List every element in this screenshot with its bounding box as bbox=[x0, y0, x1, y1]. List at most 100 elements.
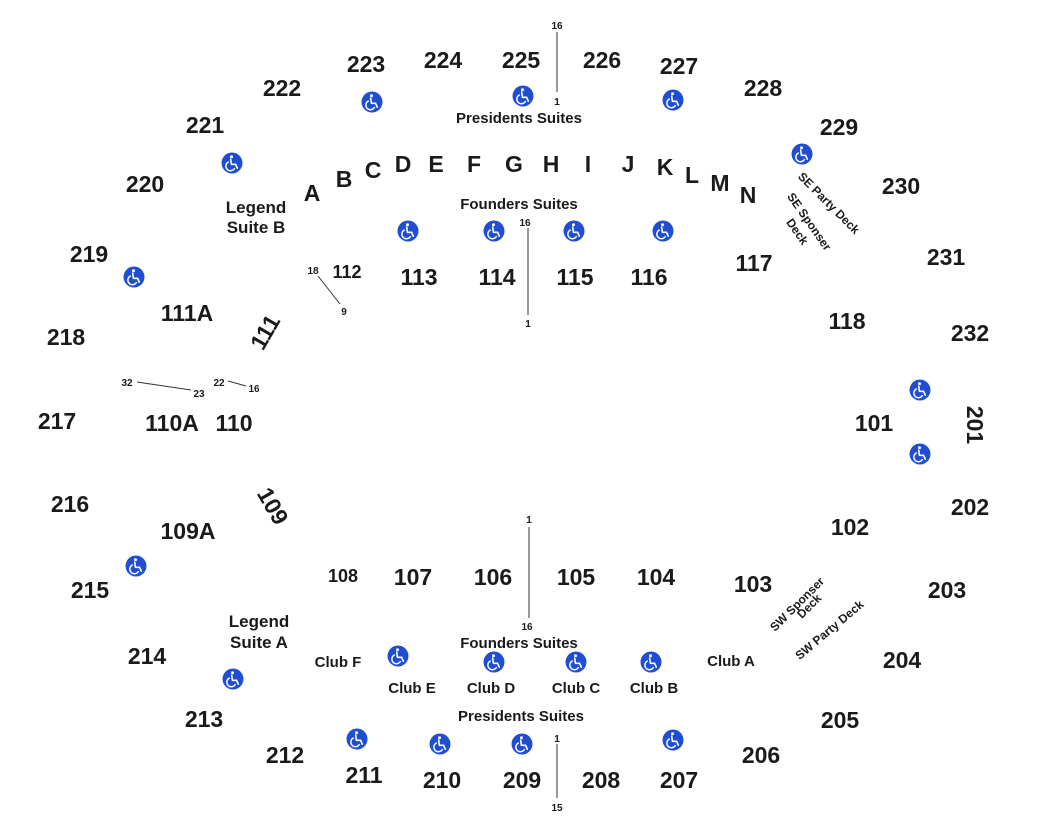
club-f[interactable]: Club F bbox=[315, 654, 362, 671]
wheelchair-icon[interactable] bbox=[639, 650, 663, 674]
section-110[interactable]: 110 bbox=[215, 410, 252, 436]
section-206[interactable]: 206 bbox=[742, 742, 780, 768]
section-227[interactable]: 227 bbox=[660, 53, 698, 79]
section-102[interactable]: 102 bbox=[831, 514, 869, 540]
section-116[interactable]: 116 bbox=[630, 264, 667, 290]
section-225[interactable]: 225 bbox=[502, 47, 541, 73]
wheelchair-icon[interactable] bbox=[564, 650, 588, 674]
seat-num-110-end: 16 bbox=[248, 384, 260, 395]
wheelchair-icon[interactable] bbox=[908, 442, 932, 466]
wheelchair-icon[interactable] bbox=[510, 732, 534, 756]
wheelchair-icon[interactable] bbox=[221, 667, 245, 691]
section-226[interactable]: 226 bbox=[583, 47, 621, 73]
section-202[interactable]: 202 bbox=[951, 494, 989, 520]
section-220[interactable]: 220 bbox=[126, 171, 164, 197]
legend-suite-a-line1[interactable]: Legend bbox=[229, 612, 289, 631]
club-b[interactable]: Club B bbox=[630, 680, 678, 697]
section-228[interactable]: 228 bbox=[744, 75, 783, 101]
founders-suites-top[interactable]: Founders Suites bbox=[460, 196, 578, 213]
section-109[interactable]: 109 bbox=[252, 483, 294, 529]
wheelchair-icon[interactable] bbox=[345, 727, 369, 751]
section-117[interactable]: 117 bbox=[735, 250, 772, 276]
section-223[interactable]: 223 bbox=[347, 51, 385, 77]
section-101[interactable]: 101 bbox=[855, 410, 894, 436]
section-230[interactable]: 230 bbox=[882, 173, 920, 199]
section-108[interactable]: 108 bbox=[328, 566, 358, 586]
row-m: M bbox=[710, 170, 729, 196]
wheelchair-icon[interactable] bbox=[562, 219, 586, 243]
section-211[interactable]: 211 bbox=[345, 762, 382, 788]
section-113[interactable]: 113 bbox=[400, 264, 437, 290]
area-labels: Presidents Suites Founders Suites Legend… bbox=[226, 110, 867, 725]
row-n: N bbox=[740, 182, 757, 208]
wheelchair-icon[interactable] bbox=[220, 151, 244, 175]
section-203[interactable]: 203 bbox=[928, 577, 966, 603]
section-229[interactable]: 229 bbox=[820, 114, 858, 140]
legend-suite-b-line1[interactable]: Legend bbox=[226, 198, 286, 217]
legend-suite-a-line2[interactable]: Suite A bbox=[230, 633, 288, 652]
section-118[interactable]: 118 bbox=[828, 308, 865, 334]
section-209[interactable]: 209 bbox=[503, 767, 541, 793]
section-221[interactable]: 221 bbox=[186, 112, 225, 138]
section-219[interactable]: 219 bbox=[70, 241, 108, 267]
section-103[interactable]: 103 bbox=[734, 571, 772, 597]
section-201[interactable]: 201 bbox=[962, 406, 988, 445]
section-218[interactable]: 218 bbox=[47, 324, 86, 350]
section-216[interactable]: 216 bbox=[51, 491, 89, 517]
section-107[interactable]: 107 bbox=[394, 564, 432, 590]
row-b: B bbox=[336, 166, 353, 192]
section-106[interactable]: 106 bbox=[474, 564, 512, 590]
wheelchair-icon[interactable] bbox=[360, 90, 384, 114]
section-112[interactable]: 112 bbox=[332, 262, 361, 282]
row-i: I bbox=[585, 151, 591, 177]
section-212[interactable]: 212 bbox=[266, 742, 304, 768]
section-231[interactable]: 231 bbox=[927, 244, 966, 270]
section-110a[interactable]: 110A bbox=[145, 410, 199, 436]
section-207[interactable]: 207 bbox=[660, 767, 698, 793]
wheelchair-icon[interactable] bbox=[482, 650, 506, 674]
wheelchair-icon[interactable] bbox=[511, 84, 535, 108]
section-205[interactable]: 205 bbox=[821, 707, 860, 733]
row-d: D bbox=[395, 151, 412, 177]
section-105[interactable]: 105 bbox=[557, 564, 596, 590]
club-c[interactable]: Club C bbox=[552, 680, 600, 697]
section-224[interactable]: 224 bbox=[424, 47, 463, 73]
club-e[interactable]: Club E bbox=[388, 680, 436, 697]
wheelchair-icon[interactable] bbox=[661, 728, 685, 752]
section-111[interactable]: 111 bbox=[245, 310, 286, 354]
legend-suite-b-line2[interactable]: Suite B bbox=[227, 218, 286, 237]
section-214[interactable]: 214 bbox=[128, 643, 167, 669]
presidents-suites-bottom[interactable]: Presidents Suites bbox=[458, 708, 584, 725]
section-208[interactable]: 208 bbox=[582, 767, 621, 793]
lower-bowl: 101 102 103 104 105 106 107 108 109 109A… bbox=[145, 250, 893, 597]
section-115[interactable]: 115 bbox=[556, 264, 593, 290]
wheelchair-icon[interactable] bbox=[124, 554, 148, 578]
row-l: L bbox=[685, 162, 699, 188]
wheelchair-icon[interactable] bbox=[482, 219, 506, 243]
club-a[interactable]: Club A bbox=[707, 653, 755, 670]
wheelchair-icon[interactable] bbox=[908, 378, 932, 402]
seat-num-bot-upper-end: 15 bbox=[551, 803, 563, 814]
wheelchair-icon[interactable] bbox=[790, 142, 814, 166]
section-222[interactable]: 222 bbox=[263, 75, 301, 101]
section-217[interactable]: 217 bbox=[38, 408, 76, 434]
section-104[interactable]: 104 bbox=[637, 564, 676, 590]
section-204[interactable]: 204 bbox=[883, 647, 922, 673]
club-d[interactable]: Club D bbox=[467, 680, 515, 697]
section-210[interactable]: 210 bbox=[423, 767, 461, 793]
wheelchair-icon[interactable] bbox=[386, 644, 410, 668]
wheelchair-icon[interactable] bbox=[428, 732, 452, 756]
wheelchair-icon[interactable] bbox=[661, 88, 685, 112]
wheelchair-icon[interactable] bbox=[651, 219, 675, 243]
wheelchair-icon[interactable] bbox=[122, 265, 146, 289]
section-232[interactable]: 232 bbox=[951, 320, 989, 346]
section-109a[interactable]: 109A bbox=[161, 518, 216, 544]
wheelchair-icon[interactable] bbox=[396, 219, 420, 243]
section-114[interactable]: 114 bbox=[478, 264, 515, 290]
presidents-suites-top[interactable]: Presidents Suites bbox=[456, 110, 582, 127]
section-215[interactable]: 215 bbox=[71, 577, 110, 603]
section-213[interactable]: 213 bbox=[185, 706, 223, 732]
founders-suites-bottom[interactable]: Founders Suites bbox=[460, 635, 578, 652]
section-111a[interactable]: 111A bbox=[161, 300, 213, 326]
